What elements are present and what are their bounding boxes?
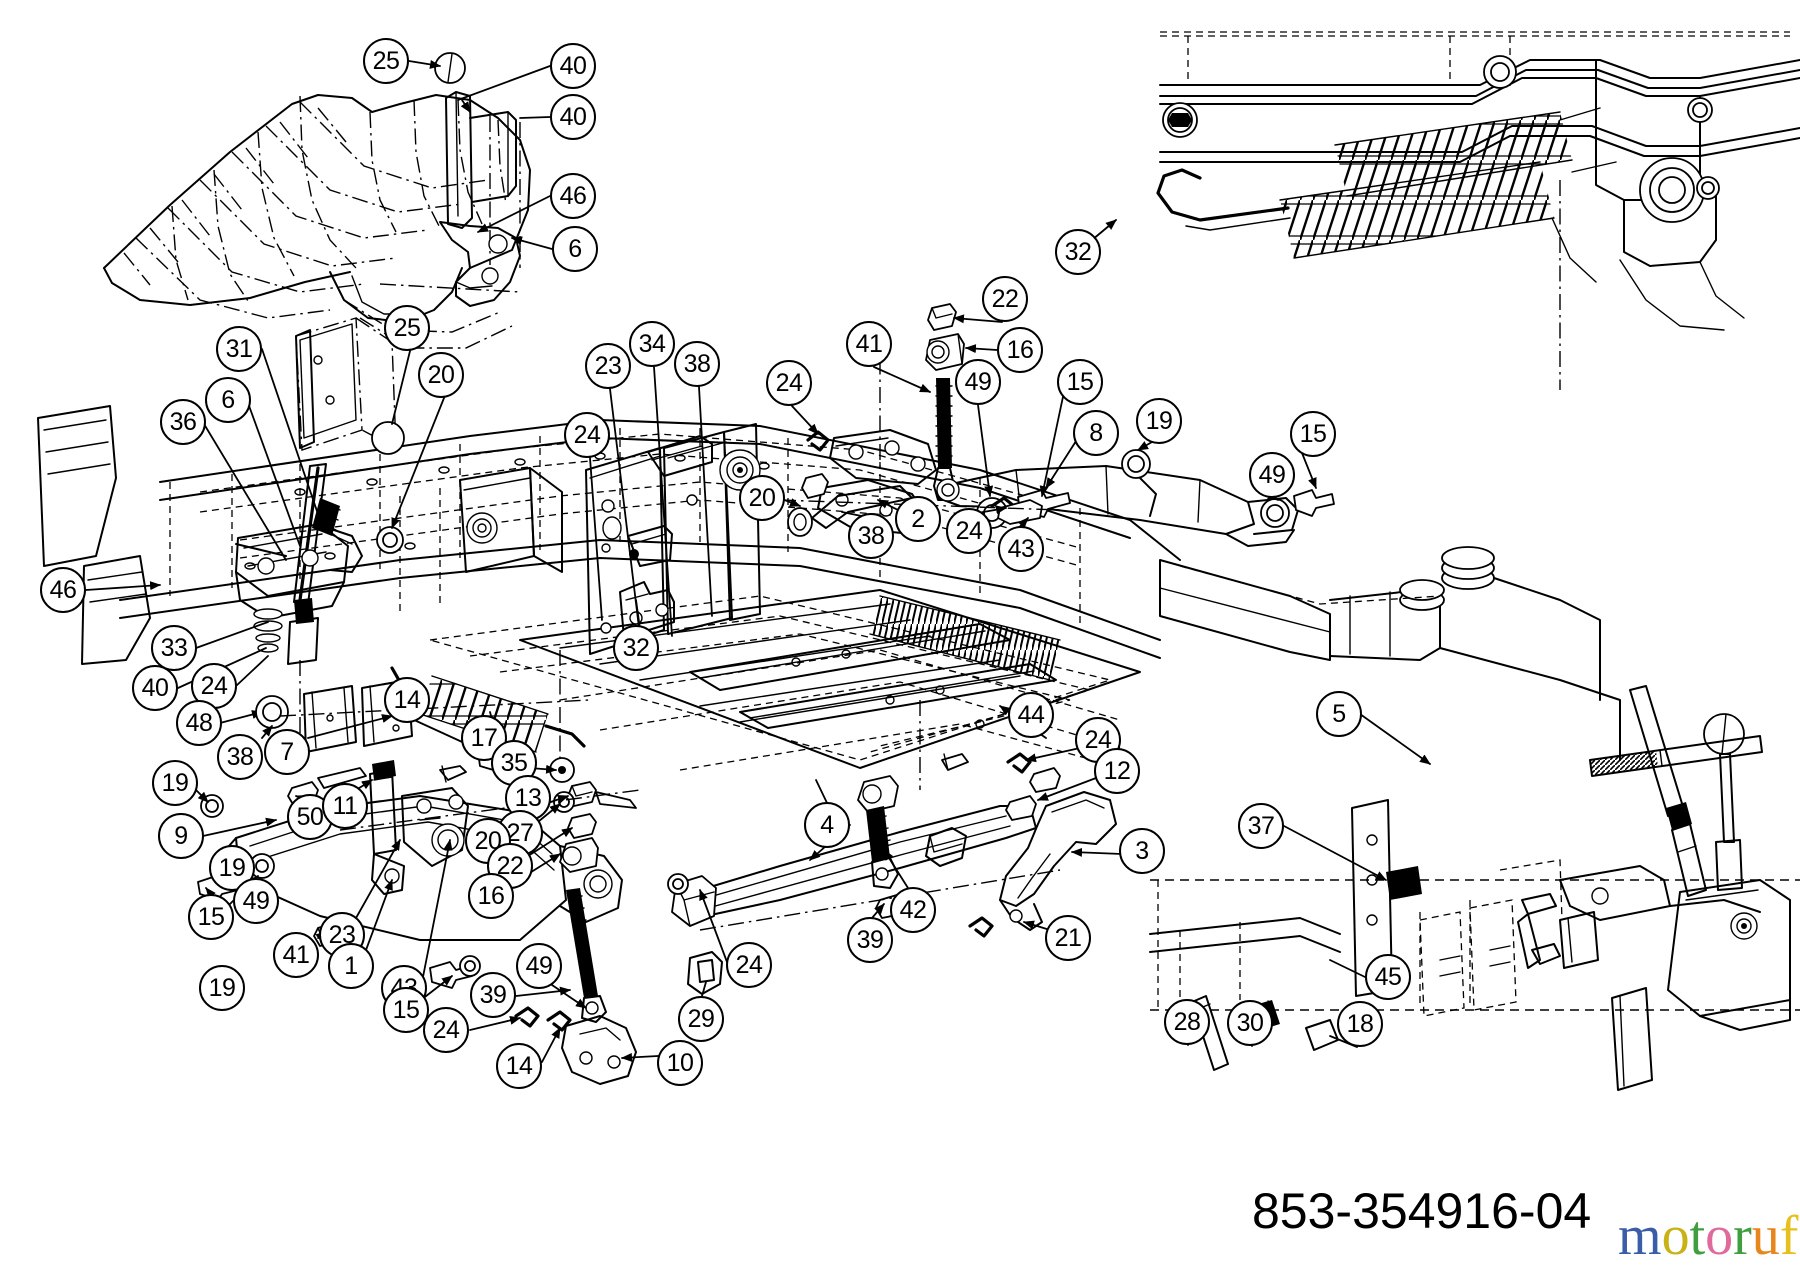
callout-19[interactable]: 19 [1136,398,1182,444]
part-number-label: 853-354916-04 [1252,1183,1592,1239]
callout-9[interactable]: 9 [158,813,204,859]
callout-29[interactable]: 29 [678,996,724,1042]
callout-16[interactable]: 16 [468,873,514,919]
site-watermark: motoruf.de [1618,1208,1800,1264]
callout-18[interactable]: 18 [1337,1001,1383,1047]
watermark-letter: t [1689,1205,1706,1267]
callout-46[interactable]: 46 [550,173,596,219]
callout-16[interactable]: 16 [997,327,1043,373]
callout-24[interactable]: 24 [766,360,812,406]
callout-24[interactable]: 24 [564,412,610,458]
callout-14[interactable]: 14 [384,677,430,723]
watermark-letter: o [1661,1205,1690,1267]
callout-20[interactable]: 20 [418,352,464,398]
callout-44[interactable]: 44 [1008,692,1054,738]
callout-45[interactable]: 45 [1365,954,1411,1000]
watermark-letter: u [1751,1205,1780,1267]
callout-43[interactable]: 43 [998,526,1044,572]
callout-19[interactable]: 19 [152,760,198,806]
callout-3[interactable]: 3 [1119,828,1165,874]
callout-42[interactable]: 42 [890,887,936,933]
watermark-suffix: .de [1798,1233,1800,1259]
callout-41[interactable]: 41 [273,932,319,978]
callout-25[interactable]: 25 [384,305,430,351]
callout-49[interactable]: 49 [1249,452,1295,498]
callout-17[interactable]: 17 [461,715,507,761]
callout-15[interactable]: 15 [1057,359,1103,405]
callout-36[interactable]: 36 [160,399,206,445]
callout-38[interactable]: 38 [674,341,720,387]
watermark-letter: r [1733,1205,1752,1267]
callout-32[interactable]: 32 [1055,229,1101,275]
watermark-letter: f [1779,1205,1799,1267]
deck-coil-spring [869,595,1061,681]
callout-37[interactable]: 37 [1238,803,1284,849]
callout-49[interactable]: 49 [516,943,562,989]
callout-2[interactable]: 2 [895,496,941,542]
callout-38[interactable]: 38 [217,734,263,780]
leader-lines [195,314,1317,1063]
callout-39[interactable]: 39 [470,972,516,1018]
callout-15[interactable]: 15 [383,987,429,1033]
callout-5[interactable]: 5 [1316,691,1362,737]
callout-19[interactable]: 19 [199,965,245,1011]
callout-33[interactable]: 33 [151,625,197,671]
callout-22[interactable]: 22 [982,276,1028,322]
callout-4[interactable]: 4 [804,802,850,848]
callout-15[interactable]: 15 [188,894,234,940]
callout-30[interactable]: 30 [1227,1000,1273,1046]
callout-40[interactable]: 40 [550,43,596,89]
callout-21[interactable]: 21 [1045,915,1091,961]
callout-14[interactable]: 14 [496,1043,542,1089]
shift-lever-assembly [235,463,363,665]
pillar-left [399,467,563,612]
callout-41[interactable]: 41 [846,321,892,367]
callout-10[interactable]: 10 [657,1040,703,1086]
callout-49[interactable]: 49 [955,359,1001,405]
main-chassis-frame [37,317,1621,771]
callout-34[interactable]: 34 [629,321,675,367]
lower-center-tube-assembly [667,700,1117,938]
callout-32[interactable]: 32 [613,625,659,671]
callout-40[interactable]: 40 [550,94,596,140]
callout-19[interactable]: 19 [209,845,255,891]
callout-48[interactable]: 48 [176,700,222,746]
callout-24[interactable]: 24 [423,1007,469,1053]
callout-12[interactable]: 12 [1094,748,1140,794]
callout-7[interactable]: 7 [264,729,310,775]
callout-46[interactable]: 46 [40,567,86,613]
watermark-letter: o [1705,1205,1734,1267]
callout-1[interactable]: 1 [328,943,374,989]
callout-40[interactable]: 40 [132,665,178,711]
callout-20[interactable]: 20 [739,475,785,521]
bracket-plate-assembly [585,423,761,655]
callout-6[interactable]: 6 [552,226,598,272]
phantom-tower [295,317,397,451]
detail-hood-assembly [103,52,553,349]
callout-24[interactable]: 24 [946,508,992,554]
callout-49[interactable]: 49 [233,878,279,924]
callout-23[interactable]: 23 [585,343,631,389]
callout-11[interactable]: 11 [322,783,368,829]
watermark-letter: m [1618,1205,1662,1267]
callout-8[interactable]: 8 [1073,410,1119,456]
callout-24[interactable]: 24 [726,942,772,988]
callout-15[interactable]: 15 [1290,411,1336,457]
detail-frame-rail-spring [1091,31,1800,390]
callout-28[interactable]: 28 [1164,999,1210,1045]
coil-spring-lower [1279,161,1555,259]
callout-25[interactable]: 25 [363,38,409,84]
callout-38[interactable]: 38 [848,513,894,559]
callout-6[interactable]: 6 [205,377,251,423]
callout-39[interactable]: 39 [847,917,893,963]
callout-31[interactable]: 31 [216,326,262,372]
